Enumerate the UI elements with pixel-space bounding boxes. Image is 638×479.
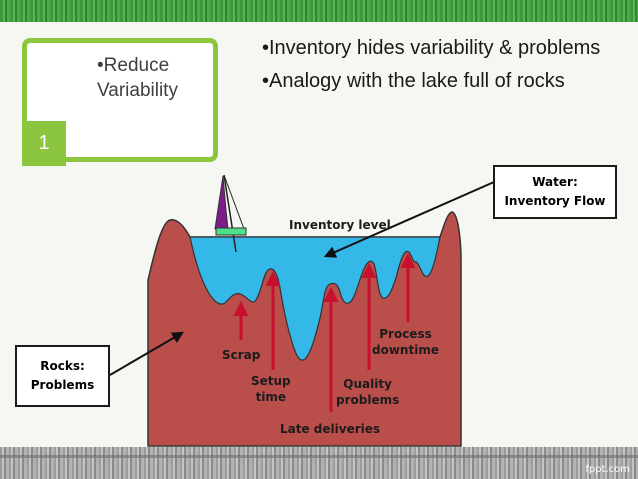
rocks-callout-line1: Rocks: (40, 359, 85, 373)
water-callout-arrow (323, 181, 495, 258)
problem-label-line1: Process (379, 327, 432, 341)
water-callout: Water: Inventory Flow (493, 165, 617, 219)
bullet-item: •Inventory hides variability & problems (262, 37, 601, 59)
problem-label-line1: Quality (343, 377, 392, 391)
water (189, 236, 441, 361)
watermark: fppt.com (585, 464, 630, 475)
top-decorative-band (0, 0, 638, 22)
problem-label-line2: time (255, 390, 287, 404)
topic-box: •Reduce Variability 1 (22, 38, 218, 166)
problem-label-process-downtime: Process downtime (372, 326, 439, 358)
problem-label-scrap: Scrap (222, 347, 260, 363)
bullet-item: •Analogy with the lake full of rocks (262, 70, 565, 92)
sailboat-rigging (223, 174, 245, 230)
problem-label-quality-problems: Quality problems (336, 376, 399, 408)
topic-title: •Reduce Variability (97, 53, 212, 103)
problem-label-line2: problems (336, 393, 400, 407)
topic-number-badge: 1 (22, 121, 66, 166)
problem-label-line1: Setup (251, 374, 291, 388)
topic-title-line2: Variability (97, 80, 178, 101)
problem-label-line2: downtime (372, 343, 439, 357)
problem-label-late-deliveries: Late deliveries (280, 421, 380, 437)
problem-label-line1: Late deliveries (280, 422, 381, 436)
water-callout-line2: Inventory Flow (504, 194, 606, 208)
bottom-decorative-band: fppt.com (0, 447, 638, 479)
sailboat-hull (215, 227, 247, 236)
rocks-callout: Rocks: Problems (15, 345, 110, 407)
water-callout-line1: Water: (532, 175, 578, 189)
topic-title-line1: •Reduce (97, 55, 170, 76)
bottom-band-stripe (0, 455, 638, 458)
bullet-list: •Inventory hides variability & problems … (262, 34, 602, 100)
sailboat-mast (223, 174, 237, 253)
rocks-callout-line2: Problems (30, 378, 95, 392)
inventory-level-label: Inventory level (289, 218, 391, 232)
problem-label-line1: Scrap (222, 348, 261, 362)
problem-label-setup-time: Setup time (251, 373, 291, 405)
rocks-callout-arrow (109, 331, 185, 376)
